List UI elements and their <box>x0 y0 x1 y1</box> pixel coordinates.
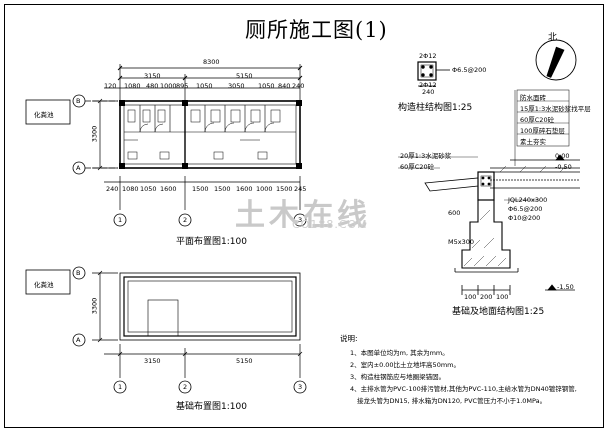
plan-dim-bottom-9: 1500 <box>276 185 293 193</box>
column-stirrup: Φ6.5@200 <box>452 66 487 74</box>
note-4: 4、主排水管为PVC-100排污管材,其他为PVC-110,主给水管为DN40镀… <box>350 385 577 393</box>
sheet-border <box>4 4 604 428</box>
plan-caption: 平面布置图1:100 <box>176 237 247 247</box>
footing-label-4: Φ6.5@200 <box>508 205 543 213</box>
column-section <box>417 61 450 87</box>
footing-label-9: -1.50 <box>557 283 574 291</box>
footing-layer-1: 防水面砖 <box>520 94 546 102</box>
footing-dim-2: 200 <box>480 293 493 301</box>
plan-dim-bottom-10: 245 <box>294 185 307 193</box>
septic-tank-box <box>25 99 71 125</box>
plan-dim-detail-2: 1080 <box>124 82 141 90</box>
north-label: 北 <box>548 33 558 43</box>
note-2: 2、室内±0.00比土立地坪高50mm。 <box>350 361 460 369</box>
footing-dim-1: 100 <box>464 293 477 301</box>
plan-total-width: 8300 <box>203 58 220 66</box>
column-caption: 构造柱结构图1:25 <box>398 103 473 113</box>
footing-layer-2: 15厚1:3水泥砂浆找平层 <box>520 105 591 113</box>
plan-dim-detail-8: 1050 <box>258 82 275 90</box>
plan-dim-detail-5: 895 <box>176 82 189 90</box>
plan-dim-bottom-1: 240 <box>106 185 119 193</box>
foundation-dim-2: 5150 <box>236 357 253 365</box>
foundation-axis-bubbles <box>72 266 307 394</box>
footing-label-6: 600 <box>448 209 461 217</box>
plan-axis-a: A <box>76 164 81 172</box>
plan-dim-bottom-3: 1050 <box>140 185 157 193</box>
plan-axis-b: B <box>76 97 81 105</box>
foundation-axis-b: B <box>76 269 81 277</box>
note-3: 3、构造柱钢筋应与地圈梁锚固。 <box>350 373 446 381</box>
foundation-height: 3300 <box>90 297 99 315</box>
plan-height: 3300 <box>90 125 99 143</box>
notes-heading: 说明: <box>340 334 358 343</box>
plan-dim-detail-1: 120 <box>104 82 117 90</box>
footing-label-8: -0.50 <box>555 163 572 171</box>
foundation-plan <box>92 270 303 378</box>
footing-label-2: 60厚C20砼 <box>400 163 435 171</box>
plan-side-label: 化粪池 <box>34 111 54 119</box>
watermark-sub: CO188.COM <box>292 218 368 231</box>
plan-dim-detail-10: 240 <box>292 82 305 90</box>
footing-layer-5: 素土夯实 <box>520 138 546 146</box>
footing-caption: 基础及地面结构图1:25 <box>452 307 545 317</box>
plan-dim-detail-9: 840 <box>278 82 291 90</box>
footing-label-1: 20厚1:3水泥砂浆 <box>400 152 452 160</box>
watermark: 土木在线 <box>235 198 371 233</box>
foundation-caption: 基础布置图1:100 <box>176 402 247 412</box>
plan-dim-bottom-7: 1600 <box>236 185 253 193</box>
plan-axis-3: 3 <box>298 216 303 224</box>
foundation-dim-1: 3150 <box>144 357 161 365</box>
footing-section <box>398 89 580 295</box>
column-top-bars: 2Φ12 <box>419 52 437 60</box>
column-bottom-bars: 2Φ12 <box>419 81 437 89</box>
plan-dim-detail-4: 1000 <box>160 82 177 90</box>
north-arrow <box>535 39 577 81</box>
footing-label-5: Φ10@200 <box>508 214 541 222</box>
footing-dim-3: 100 <box>496 293 509 301</box>
footing-label-3: JQL240x300 <box>508 196 548 204</box>
plan-dim-bottom-6: 1500 <box>214 185 231 193</box>
plan-dim-detail-6: 1050 <box>196 82 213 90</box>
plan-dim-bottom-5: 1500 <box>192 185 209 193</box>
column-size: 240 <box>422 88 435 96</box>
plan-axis-2: 2 <box>183 216 188 224</box>
note-5: 接龙头管为DN15, 排水箱为DN120, PVC管压力不小于1.0MPa。 <box>357 397 547 405</box>
plan-dim-detail-3: 480 <box>146 82 159 90</box>
plan-dim-detail-7: 3050 <box>228 82 245 90</box>
plan-dim-bottom-2: 1080 <box>122 185 139 193</box>
note-1: 1、本图单位均为m, 其余为mm。 <box>350 349 449 357</box>
footing-layer-4: 100厚碎石垫层 <box>520 127 565 135</box>
foundation-axis-3: 3 <box>298 383 303 391</box>
footing-label-10: M5x300 <box>448 238 474 246</box>
plan-dim-bottom-8: 1000 <box>256 185 273 193</box>
plan-dim-top-1: 3150 <box>144 72 161 80</box>
footing-label-7: 0.00 <box>555 152 570 160</box>
plan-dim-bottom-4: 1600 <box>160 185 177 193</box>
footing-layer-3: 60厚C20砼 <box>520 116 555 124</box>
foundation-axis-1: 1 <box>118 383 123 391</box>
plan-axis-bubbles <box>72 94 307 227</box>
drawing-title: 厕所施工图(1) <box>245 18 388 42</box>
plan-dim-top-2: 5150 <box>236 72 253 80</box>
septic-tank-box-2 <box>25 269 71 295</box>
foundation-axis-a: A <box>76 336 81 344</box>
plan-axis-1: 1 <box>118 216 123 224</box>
foundation-axis-2: 2 <box>183 383 188 391</box>
foundation-side-label: 化粪池 <box>34 281 54 289</box>
